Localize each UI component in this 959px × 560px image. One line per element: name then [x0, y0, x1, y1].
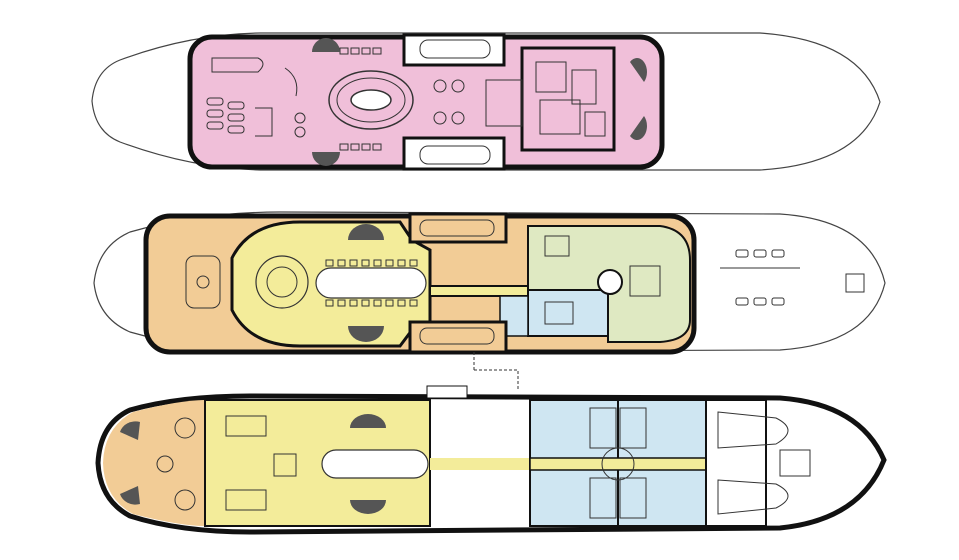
lower-deck-salon [204, 399, 431, 527]
lower-deck-dining-table [321, 449, 429, 479]
upper-deck-pool [328, 70, 414, 130]
lower-deck-tender-garage [705, 399, 767, 527]
main-deck-dining-chairs [325, 259, 418, 307]
upper-deck-sunloungers [206, 97, 245, 134]
main-deck [93, 211, 886, 390]
main-deck-round-stair [597, 269, 623, 295]
main-deck-foredeck [720, 249, 865, 306]
lower-deck [95, 385, 887, 535]
lower-deck-vent [426, 385, 468, 399]
main-deck-dining-table [315, 267, 427, 299]
upper-deck-seating [339, 47, 465, 151]
main-deck-galley [527, 289, 609, 337]
main-deck-round-sofa [255, 255, 309, 309]
upper-deck [91, 32, 881, 171]
